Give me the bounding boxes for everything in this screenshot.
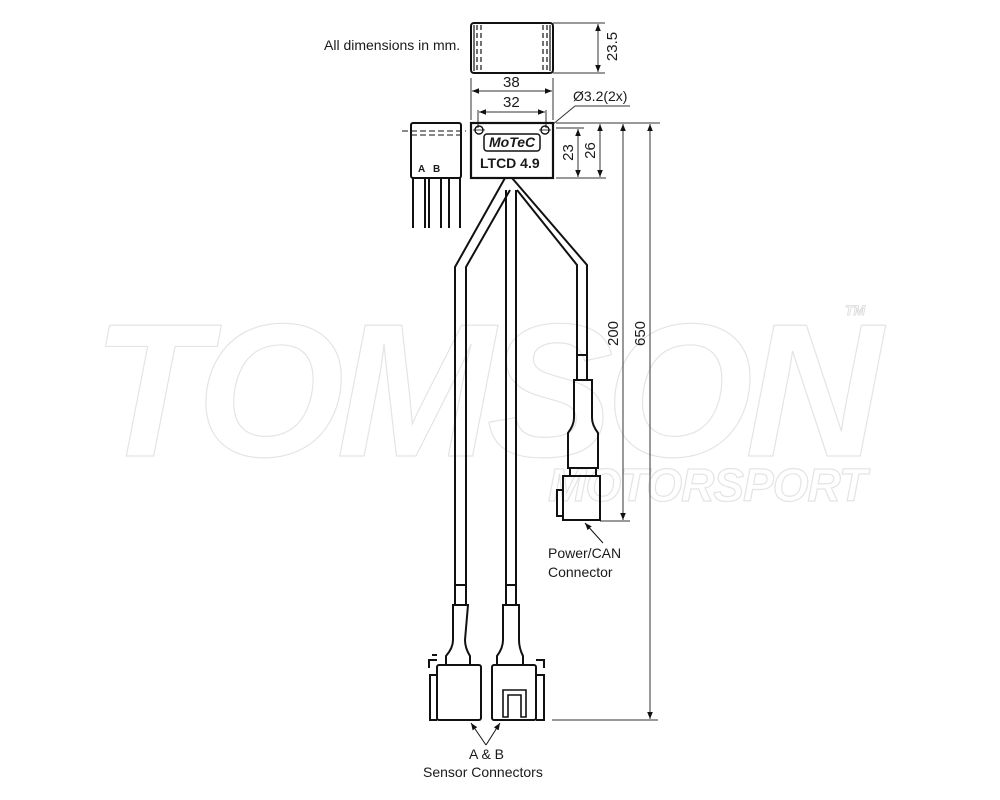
sensor-leaders: [470, 722, 501, 746]
watermark-main: TOMSON: [91, 284, 883, 497]
power-connector-label-1: Power/CAN: [548, 545, 622, 561]
dim-body-height: [553, 22, 605, 74]
dim-widths: [470, 78, 554, 128]
model-label: LTCD 4.9: [480, 155, 540, 171]
power-connector-shape: [556, 354, 601, 521]
dim-vertical: [552, 122, 660, 721]
pin-label-b: B: [433, 164, 441, 175]
units-note: All dimensions in mm.: [324, 37, 461, 53]
mount-hole-leader: [551, 105, 630, 126]
dim-overall-width-label: 38: [503, 74, 520, 91]
dim-sensor-lead-label: 650: [632, 320, 650, 347]
dim-power-lead-label: 200: [605, 320, 623, 347]
dim-body-height-label: 23.5: [604, 31, 622, 62]
sensor-connectors-label-2: Sensor Connectors: [423, 764, 543, 780]
power-leader: [584, 522, 604, 544]
cables: [454, 177, 588, 585]
power-connector-label-2: Connector: [548, 564, 613, 580]
dim-unit-height-label: 26: [581, 142, 599, 159]
dim-hole-to-bottom-label: 23: [559, 144, 577, 161]
sensor-connectors-label-1: A & B: [469, 746, 505, 762]
sensor-connector-a: [428, 584, 482, 721]
pin-label-a: A: [418, 164, 426, 175]
brand-logo: MoTeC: [489, 134, 536, 150]
dim-hole-spacing-label: 32: [503, 94, 520, 111]
watermark-tm: TM: [845, 302, 866, 319]
top-view-body: [470, 22, 554, 74]
dim-mount-hole-label: Ø3.2(2x): [573, 88, 628, 104]
sensor-connector-b: [491, 584, 545, 721]
side-view: [402, 122, 466, 228]
